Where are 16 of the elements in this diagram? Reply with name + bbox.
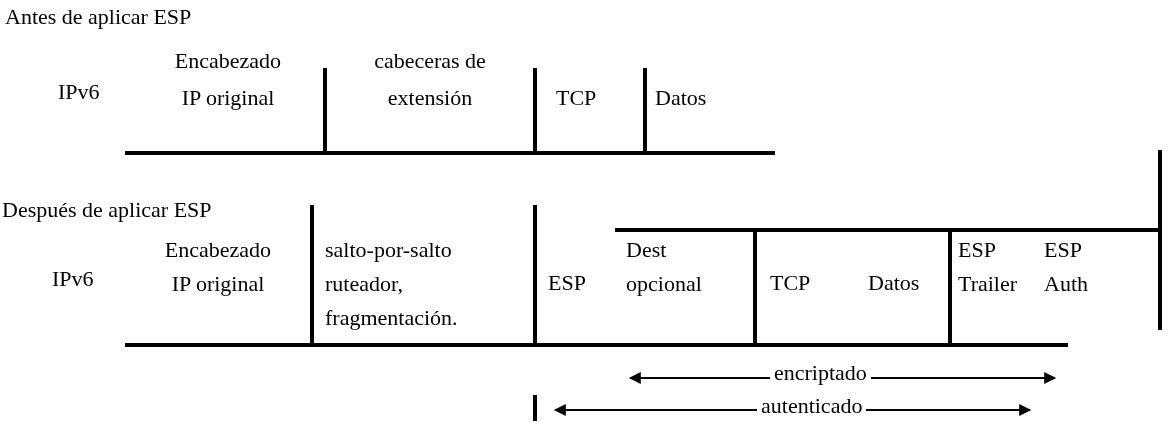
section-title: Después de aplicar ESP (2, 197, 212, 223)
packet-field: Dest opcional (626, 233, 726, 301)
packet-field: cabeceras de extensión (340, 42, 520, 116)
packet-field: Encabezado IP original (168, 42, 288, 116)
protocol-label: IPv6 (52, 266, 94, 292)
protocol-label: IPv6 (58, 79, 100, 105)
packet-field: TCP (770, 266, 830, 300)
packet-field: ESP Trailer (958, 233, 1038, 301)
packet-field: Datos (655, 79, 735, 116)
packet-field: salto-por-salto ruteador, fragmentación. (325, 233, 475, 335)
packet-field: Encabezado IP original (158, 233, 278, 301)
packet-field: Datos (868, 266, 943, 300)
packet-field: ESP Auth (1044, 233, 1099, 301)
packet-field: TCP (556, 79, 626, 116)
packet-field: ESP (548, 266, 608, 300)
section-title: Antes de aplicar ESP (5, 4, 192, 30)
